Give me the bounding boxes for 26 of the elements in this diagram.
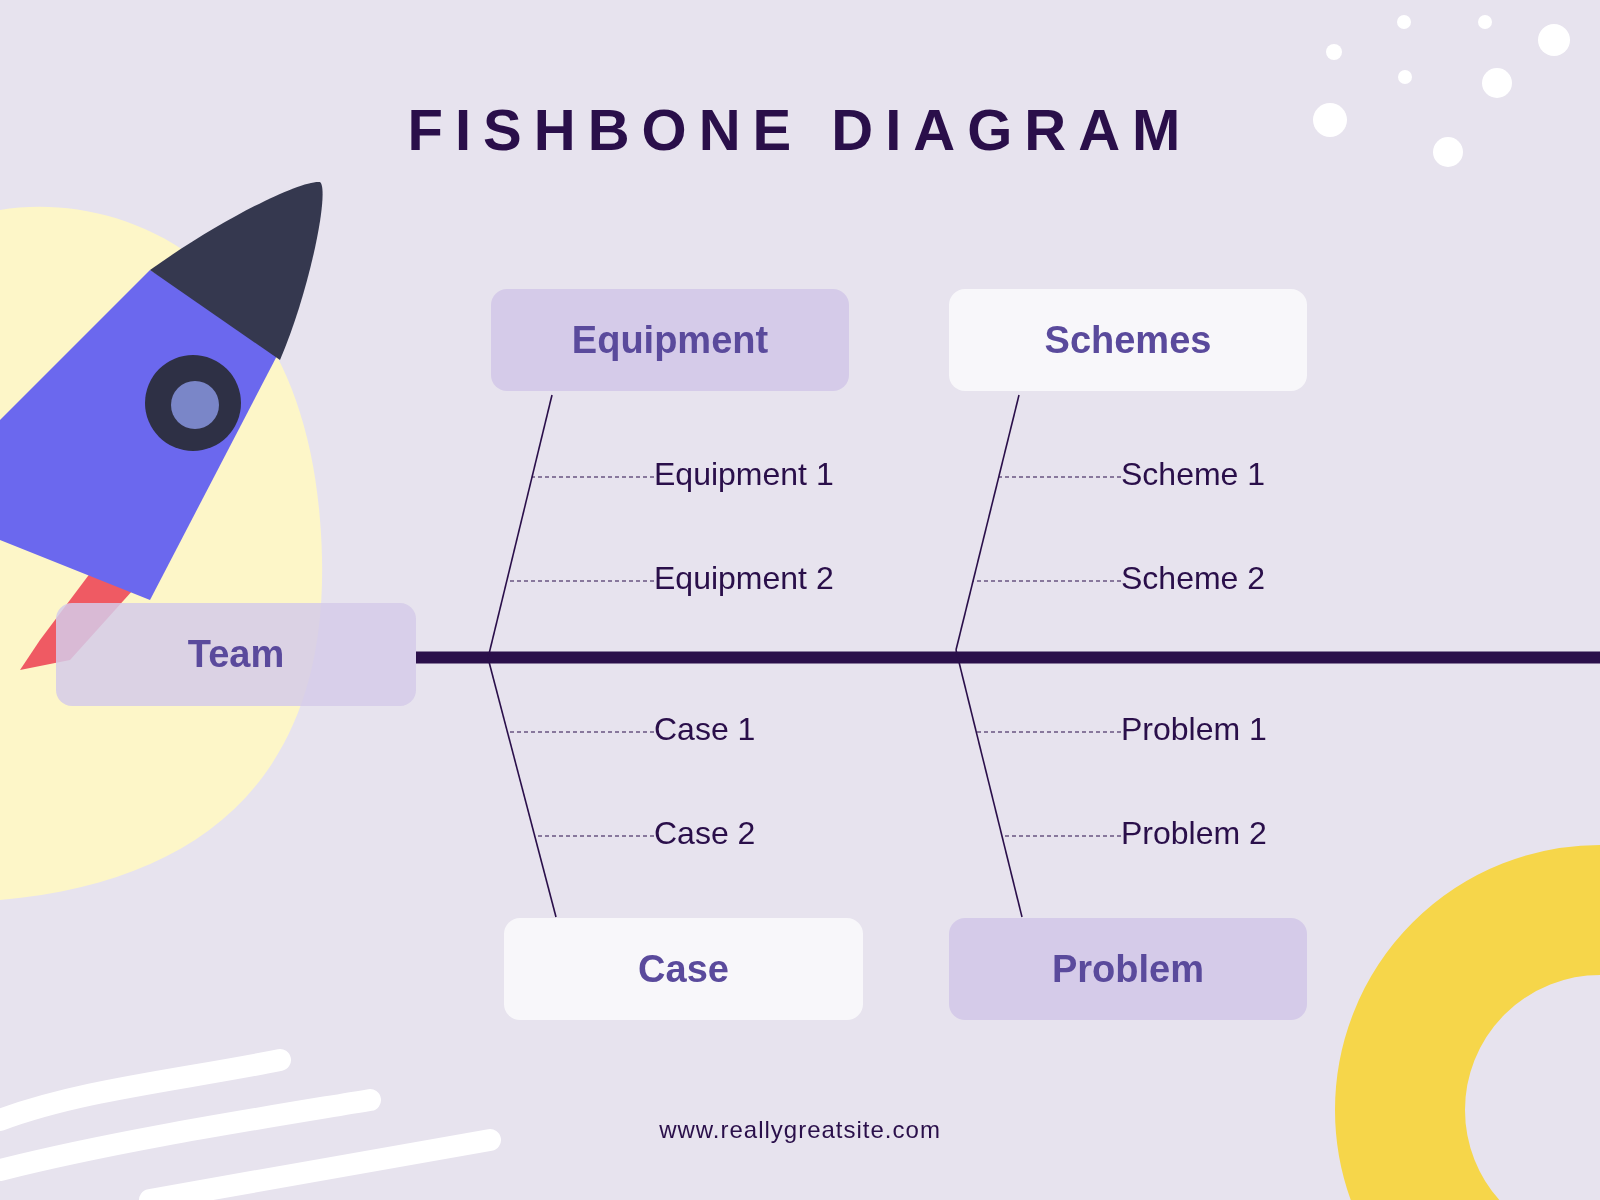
website-address: www.reallygreatsite.com <box>658 1116 942 1144</box>
category-box <box>491 289 849 391</box>
leader-line <box>531 476 655 478</box>
cause-text: Equipment 2 <box>654 555 834 601</box>
leader-line <box>975 731 1122 733</box>
cause-text: Equipment 1 <box>654 451 834 497</box>
category-label: Case <box>638 947 729 991</box>
leader-line <box>998 476 1122 478</box>
category-box <box>504 918 863 1020</box>
category-label: Problem <box>1051 947 1204 991</box>
category-label: Equipment <box>571 318 769 362</box>
cause-text: Case 1 <box>654 706 756 752</box>
spine-line <box>416 651 1600 664</box>
leader-line <box>972 580 1122 582</box>
bone-line <box>955 394 1020 651</box>
cause-text: Problem 1 <box>1121 706 1267 752</box>
title: FISHBONE DIAGRAM <box>406 96 1194 163</box>
cause-text: Problem 2 <box>1121 810 1267 856</box>
cause-text: Scheme 2 <box>1121 555 1266 601</box>
category-box <box>949 918 1307 1020</box>
category-label: Schemes <box>1044 318 1212 362</box>
category-label: Team <box>187 633 285 676</box>
cause-text: Case 2 <box>654 810 756 856</box>
bone-line <box>955 649 1023 918</box>
category-box <box>56 603 416 706</box>
cause-text: Scheme 1 <box>1121 451 1266 497</box>
